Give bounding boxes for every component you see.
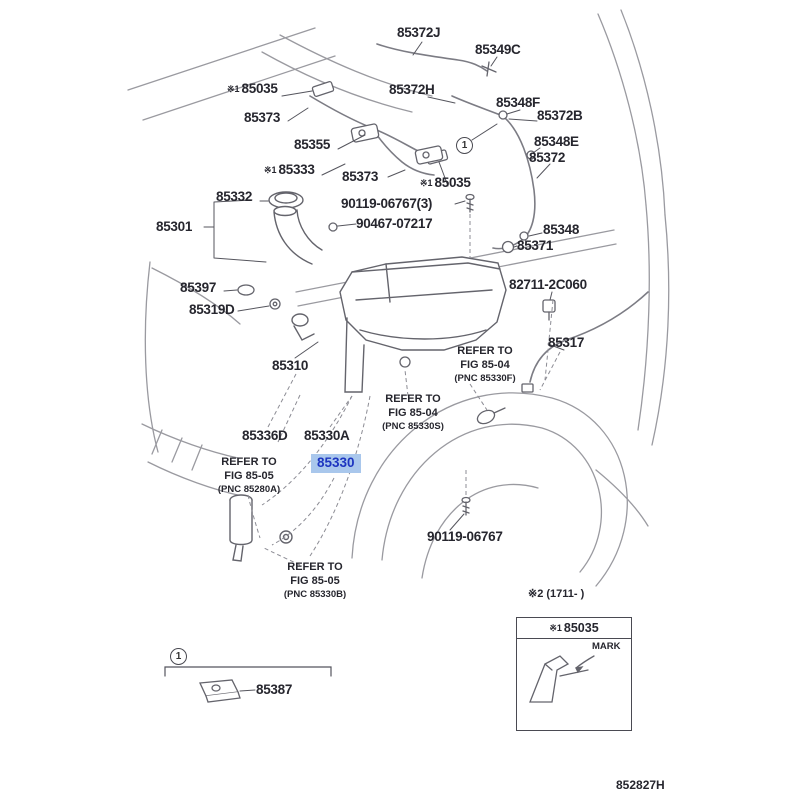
- clamp-85348F: [498, 110, 508, 120]
- clip-85397: [237, 284, 255, 296]
- part-label-85372[interactable]: 85372: [529, 150, 566, 165]
- refer-pnc: (PNC 85280A): [217, 483, 281, 495]
- refer-note-fig85-04-f: REFER TO FIG 85-04 (PNC 85330F): [430, 345, 540, 384]
- refer-note-fig85-05-a: REFER TO FIG 85-05 (PNC 85280A): [192, 456, 306, 495]
- part-label-85330A[interactable]: 85330A: [304, 428, 350, 443]
- refer-line: REFER TO: [287, 561, 343, 573]
- refer-line: FIG 85-05: [224, 469, 274, 482]
- note-ref-mark: ※1: [420, 178, 433, 188]
- refer-pnc: (PNC 85330F): [454, 372, 516, 384]
- part-label-85371[interactable]: 85371: [517, 238, 554, 253]
- part-label-85319D[interactable]: 85319D: [189, 302, 235, 317]
- part-label-85348E[interactable]: 85348E: [534, 134, 579, 149]
- callout-1-legend: 1: [170, 648, 187, 665]
- diagram-code: 852827H: [616, 778, 665, 792]
- refer-note-fig85-05-b: REFER TO FIG 85-05 (PNC 85330B): [258, 561, 372, 600]
- part-label-85397[interactable]: 85397: [180, 280, 217, 295]
- connector-drawing: [521, 383, 534, 393]
- dashed-lines: [247, 214, 561, 566]
- cowl-panel-drawing: [529, 655, 595, 703]
- note-ref-mark: ※1: [549, 623, 562, 633]
- washer-pump-drawing: [229, 494, 293, 562]
- refer-pnc: (PNC 85330S): [382, 420, 444, 432]
- part-label-90119-06767[interactable]: 90119-06767: [427, 529, 503, 544]
- part-label-85332[interactable]: 85332: [216, 189, 253, 204]
- check-valve-drawing: [476, 407, 506, 425]
- filler-neck-drawing: [273, 211, 313, 265]
- refer-line: FIG 85-04: [460, 358, 510, 371]
- part-label-85355[interactable]: 85355: [294, 137, 331, 152]
- refer-note-fig85-04-s: REFER TO FIG 85-04 (PNC 85330S): [358, 393, 468, 432]
- part-number: 85035: [434, 175, 471, 190]
- note-ref-mark: ※1: [264, 165, 277, 175]
- part-number: 85333: [278, 162, 315, 177]
- part-label-85301[interactable]: 85301: [156, 219, 193, 234]
- small-parts: [237, 61, 556, 516]
- note-ref-mark: ※1: [227, 84, 240, 94]
- part-label-85387[interactable]: 85387: [256, 682, 293, 697]
- refer-line: REFER TO: [457, 345, 513, 357]
- grommet-90467: [328, 222, 338, 232]
- grommet-85371: [501, 240, 515, 254]
- refer-line: FIG 85-05: [290, 574, 340, 587]
- part-number: 85035: [563, 621, 599, 635]
- hose-joint-drawing: [481, 61, 497, 77]
- clamp-85348: [519, 231, 529, 241]
- part-number: 85035: [241, 81, 278, 96]
- license-lamp-drawing: [199, 679, 241, 703]
- part-label-90119-06767-3[interactable]: 90119-06767(3): [341, 196, 433, 211]
- part-label-85317[interactable]: 85317: [548, 335, 585, 350]
- bolt-bottom-drawing: [461, 496, 471, 516]
- part-label-85372H[interactable]: 85372H: [389, 82, 435, 97]
- legend-bracket: [164, 666, 332, 677]
- tank-pump-drawing: [291, 313, 315, 341]
- tank-leg: [344, 317, 365, 393]
- callout-1: 1: [456, 137, 473, 154]
- part-label-85373-a[interactable]: 85373: [244, 110, 281, 125]
- car-body-lines: [127, 9, 670, 587]
- part-label-85349C[interactable]: 85349C: [475, 42, 521, 57]
- part-label-85310[interactable]: 85310: [272, 358, 309, 373]
- part-label-85372B[interactable]: 85372B: [537, 108, 583, 123]
- washer-nozzle-drawing: [311, 81, 335, 97]
- washer-tank-drawing: [268, 191, 507, 393]
- part-label-82711-2C060[interactable]: 82711-2C060: [509, 277, 587, 292]
- part-label-90467-07217[interactable]: 90467-07217: [356, 216, 433, 231]
- production-note: ※2 (1711- ): [528, 588, 585, 600]
- part-label-85330-selected[interactable]: 85330: [311, 454, 361, 473]
- nut-drawing: [399, 356, 411, 368]
- refer-line: REFER TO: [385, 393, 441, 405]
- part-label-85336D[interactable]: 85336D: [242, 428, 288, 443]
- part-label-85373-b[interactable]: 85373: [342, 169, 379, 184]
- mark-label: MARK: [592, 641, 621, 652]
- refer-line: FIG 85-04: [388, 406, 438, 419]
- refer-pnc: (PNC 85330B): [283, 588, 347, 600]
- part-label-85348F[interactable]: 85348F: [496, 95, 540, 110]
- part-label-85372J[interactable]: 85372J: [397, 25, 441, 40]
- part-label-85348[interactable]: 85348: [543, 222, 580, 237]
- bolt-top-drawing: [465, 193, 475, 213]
- leader-lines: [203, 41, 565, 692]
- refer-line: REFER TO: [221, 456, 277, 468]
